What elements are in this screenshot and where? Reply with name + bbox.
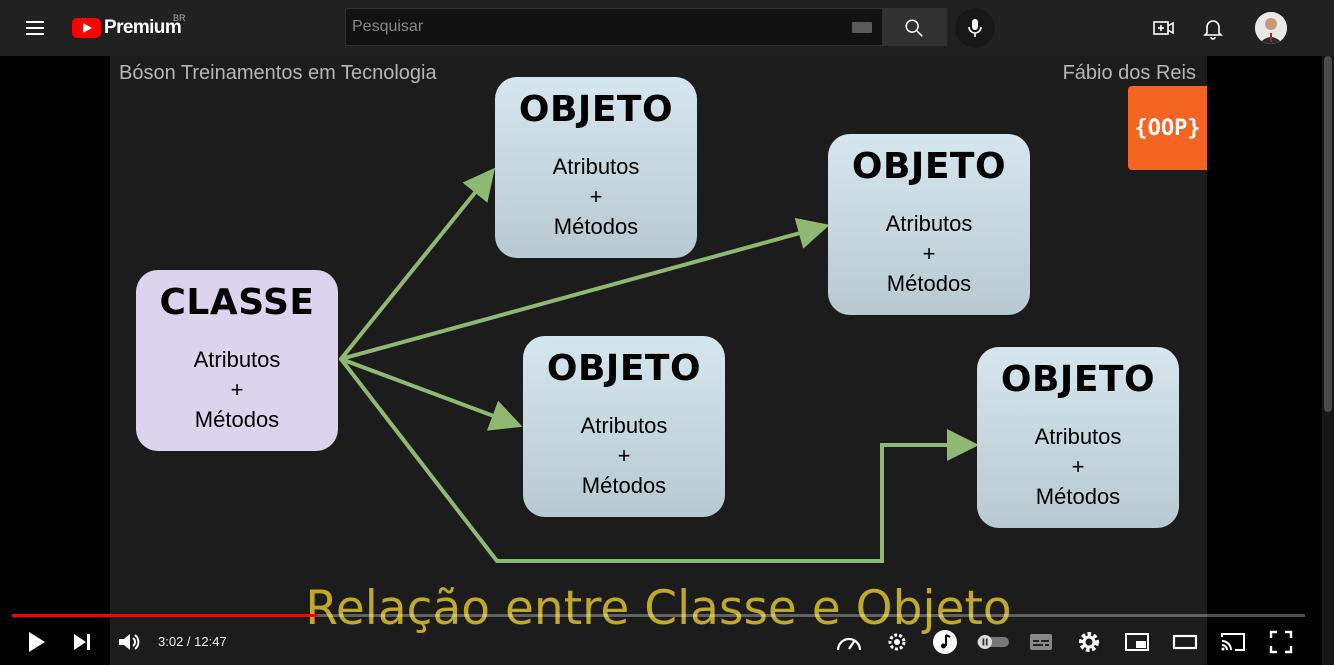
play-button[interactable] [22, 628, 50, 656]
logo-text: Premium [104, 17, 182, 38]
author-watermark: Fábio dos Reis [1062, 62, 1196, 84]
object-methods: Métodos [886, 271, 972, 296]
fullscreen-icon [1269, 630, 1293, 654]
search-box [345, 8, 883, 46]
progress-played [12, 614, 319, 617]
gear-icon [1079, 632, 1099, 652]
notifications-button[interactable] [1201, 16, 1225, 40]
volume-icon [119, 634, 140, 650]
subtitles-icon [1030, 634, 1052, 650]
fullscreen-button[interactable] [1267, 628, 1295, 656]
video-add-icon [1153, 21, 1174, 35]
cast-icon [1221, 633, 1245, 651]
theater-mode-button[interactable] [1171, 628, 1199, 656]
youtube-logo[interactable]: Premium [72, 16, 182, 40]
class-methods: Métodos [194, 407, 280, 432]
cast-button[interactable] [1219, 628, 1247, 656]
time-display: 3:02 / 12:47 [158, 634, 227, 649]
object-attributes: Atributos [1034, 424, 1122, 449]
miniplayer-icon [1125, 633, 1149, 651]
player-controls: 3:02 / 12:47 [0, 622, 1334, 662]
youtube-play-icon [72, 18, 101, 38]
object-title: OBJETO [546, 348, 702, 389]
cog-icon [888, 633, 906, 651]
autoplay-toggle-icon [977, 635, 1009, 649]
object-box-2: OBJETO Atributos + Métodos [828, 134, 1030, 315]
page-scrollbar[interactable] [1322, 56, 1334, 665]
menu-icon[interactable] [22, 16, 50, 40]
arrow-to-object-2 [339, 217, 830, 361]
video-frame[interactable]: Bóson Treinamentos em Tecnologia Fábio d… [110, 56, 1207, 665]
oop-badge: {OOP} [1128, 86, 1207, 170]
search-button[interactable] [883, 8, 947, 46]
object-methods: Métodos [581, 473, 667, 498]
object-title: OBJETO [1000, 359, 1156, 400]
create-button[interactable] [1152, 16, 1176, 40]
object-plus: + [922, 241, 936, 266]
play-icon [29, 632, 45, 652]
bell-icon [1203, 20, 1223, 40]
theater-mode-icon [1172, 634, 1198, 650]
playback-speed-button[interactable] [835, 628, 863, 656]
music-note-icon [933, 630, 957, 654]
search-icon [905, 19, 923, 37]
speedometer-icon [836, 637, 862, 651]
top-bar: Premium BR [0, 0, 1334, 56]
channel-watermark: Bóson Treinamentos em Tecnologia [119, 62, 437, 84]
autoplay-toggle[interactable] [975, 628, 1011, 656]
object-attributes: Atributos [580, 413, 668, 438]
microphone-icon [968, 19, 982, 37]
object-plus: + [617, 443, 631, 468]
class-title: CLASSE [159, 282, 315, 323]
object-plus: + [589, 184, 603, 209]
volume-button[interactable] [115, 628, 143, 656]
arrow-to-object-3 [339, 357, 523, 431]
settings-button[interactable] [1075, 628, 1103, 656]
object-methods: Métodos [553, 214, 639, 239]
subtitles-button[interactable] [1027, 628, 1055, 656]
object-title: OBJETO [518, 89, 674, 130]
object-box-3: OBJETO Atributos + Métodos [523, 336, 725, 517]
object-plus: + [1071, 454, 1085, 479]
object-box-4: OBJETO Atributos + Métodos [977, 347, 1179, 528]
miniplayer-button[interactable] [1123, 628, 1151, 656]
user-avatar-icon [1255, 12, 1287, 44]
class-box: CLASSE Atributos + Métodos [136, 270, 338, 451]
scrollbar-thumb[interactable] [1324, 56, 1332, 412]
extension-settings-button[interactable] [883, 628, 911, 656]
object-attributes: Atributos [552, 154, 640, 179]
progress-bar[interactable] [12, 614, 1305, 617]
music-button[interactable] [931, 628, 959, 656]
search-input[interactable] [346, 9, 826, 45]
object-attributes: Atributos [885, 211, 973, 236]
country-code: BR [173, 13, 186, 23]
class-attributes: Atributos [193, 347, 281, 372]
object-title: OBJETO [851, 146, 1007, 187]
video-player[interactable]: Bóson Treinamentos em Tecnologia Fábio d… [0, 56, 1334, 665]
object-box-1: OBJETO Atributos + Métodos [495, 77, 697, 258]
relation-arrows [339, 167, 979, 563]
arrow-to-object-4 [339, 357, 979, 563]
object-methods: Métodos [1035, 484, 1121, 509]
keyboard-icon[interactable] [852, 22, 872, 33]
avatar[interactable] [1255, 12, 1287, 44]
arrow-to-object-1 [339, 167, 496, 361]
class-plus: + [230, 377, 244, 402]
skip-next-icon [74, 634, 90, 650]
next-button[interactable] [68, 628, 96, 656]
voice-search-button[interactable] [955, 8, 995, 48]
video-caption: Relação entre Classe e Objeto [305, 581, 1012, 636]
